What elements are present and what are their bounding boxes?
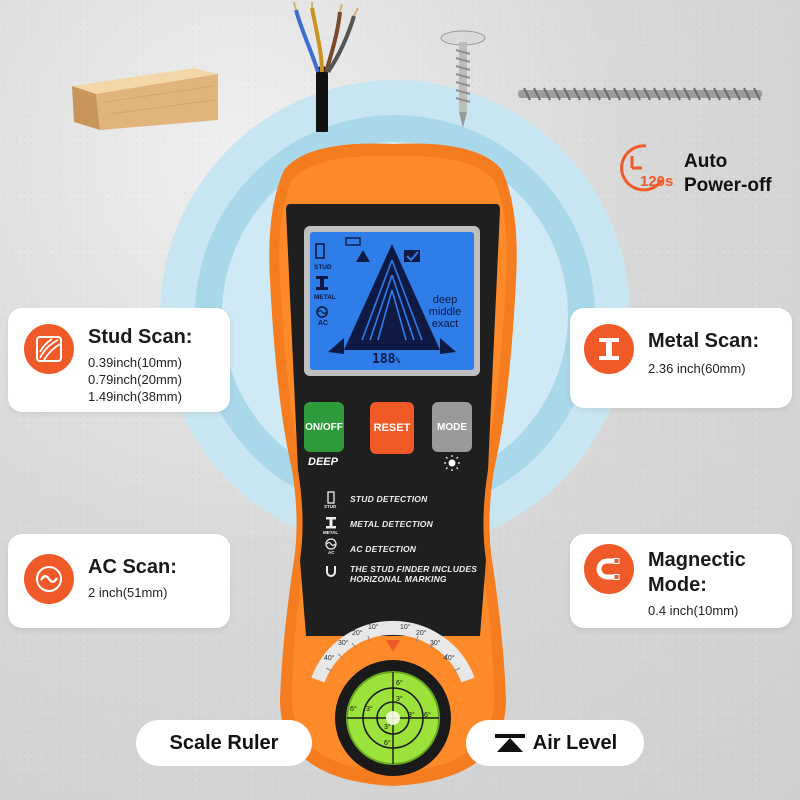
brightness-icon — [444, 456, 460, 472]
magnetic-title-line2: Mode: — [648, 574, 707, 596]
lcd-stud-label: STUD — [314, 264, 332, 271]
panel-metal-label: METAL — [323, 530, 339, 535]
screw-image — [440, 30, 486, 128]
level-triangle-icon — [494, 734, 525, 752]
level-tick-left-3: 3° — [366, 706, 373, 713]
stud-scan-card: Stud Scan: 0.39inch(10mm) 0.79inch(20mm)… — [8, 308, 230, 412]
wood-block-image — [72, 68, 218, 130]
angle-right-40: 40° — [444, 655, 455, 662]
stud-depth-3: 1.49inch(38mm) — [88, 389, 182, 404]
timer-value: 120s — [640, 173, 673, 190]
auto-poweroff-line1: Auto — [684, 151, 728, 172]
lcd-depth-deep: deep — [432, 294, 458, 306]
lcd-reading-value: 188 — [372, 352, 396, 367]
lcd-ac-label: AC — [318, 320, 329, 327]
magnet-icon — [584, 544, 634, 594]
panel-ac-detection: AC DETECTION — [350, 544, 417, 554]
level-tick-right-6: 6° — [424, 712, 431, 719]
lcd-depth-exact: exact — [431, 318, 459, 330]
level-tick-left-6: 6° — [350, 706, 357, 713]
wood-grain-icon — [24, 324, 74, 374]
stud-depth-1: 0.39inch(10mm) — [88, 355, 182, 370]
angle-left-20: 20° — [352, 630, 363, 637]
reset-button[interactable]: RESET — [373, 422, 411, 434]
ac-scan-title: AC Scan: — [88, 556, 177, 578]
electric-wire-image — [293, 2, 359, 132]
angle-right-20: 20° — [416, 630, 427, 637]
on-off-button[interactable]: ON/OFF — [305, 421, 343, 433]
stud-depth-2: 0.79inch(20mm) — [88, 372, 182, 387]
angle-right-30: 30° — [430, 640, 441, 647]
stud-finder-device — [269, 143, 517, 786]
metal-scan-card: Metal Scan: 2.36 inch(60mm) — [570, 308, 792, 408]
level-tick-top-6: 6° — [396, 680, 403, 687]
panel-horizontal-marking-1: THE STUD FINDER INCLUDES — [350, 564, 478, 574]
ac-scan-card: AC Scan: 2 inch(51mm) — [8, 534, 230, 628]
lcd-metal-label: METAL — [314, 294, 336, 301]
rebar-image — [518, 87, 762, 101]
magnetic-mode-depth: 0.4 inch(10mm) — [648, 603, 739, 618]
angle-left-10: 10° — [368, 624, 379, 631]
deep-label: DEEP — [308, 456, 338, 468]
ac-scan-depth: 2 inch(51mm) — [88, 585, 168, 600]
panel-horizontal-marking-2: HORIZONAL MARKING — [350, 574, 447, 584]
mode-button[interactable]: MODE — [437, 421, 467, 433]
angle-left-30: 30° — [338, 640, 349, 647]
lcd-reading: 188% — [372, 352, 400, 367]
lcd-depth-labels: deep middle exact — [420, 294, 470, 330]
panel-stud-detection: STUD DETECTION — [350, 494, 428, 504]
metal-scan-title: Metal Scan: — [648, 330, 760, 352]
panel-ac-label: AC — [328, 550, 335, 555]
air-level-pill: Air Level — [466, 720, 644, 766]
level-tick-top-3: 3° — [396, 696, 403, 703]
panel-metal-detection: METAL DETECTION — [350, 519, 433, 529]
magnetic-mode-card: Magnectic Mode: 0.4 inch(10mm) — [570, 534, 792, 628]
level-tick-right-3: 3° — [408, 712, 415, 719]
auto-poweroff-label: Auto Power-off — [684, 150, 772, 198]
level-tick-bottom-3: 3° — [384, 724, 391, 731]
lcd-reading-unit: % — [395, 356, 401, 365]
magnetic-title-line1: Magnectic — [648, 549, 746, 571]
air-level-label: Air Level — [532, 731, 618, 754]
magnetic-mode-title: Magnectic Mode: — [648, 548, 746, 598]
lcd-depth-middle: middle — [428, 306, 462, 318]
angle-right-10: 10° — [400, 624, 411, 631]
metal-scan-depth: 2.36 inch(60mm) — [648, 361, 746, 376]
angle-left-40: 40° — [324, 655, 335, 662]
level-tick-bottom-6: 6° — [384, 740, 391, 747]
scale-ruler-label: Scale Ruler — [136, 720, 312, 766]
auto-poweroff-line2: Power-off — [684, 175, 772, 196]
ac-wave-icon — [24, 554, 74, 604]
stud-scan-title: Stud Scan: — [88, 326, 193, 348]
panel-stud-label: STUD — [324, 504, 337, 509]
stud-scan-depths: 0.39inch(10mm) 0.79inch(20mm) 1.49inch(3… — [88, 354, 182, 405]
i-beam-icon — [584, 324, 634, 374]
timer-icon: 120s — [620, 144, 673, 192]
